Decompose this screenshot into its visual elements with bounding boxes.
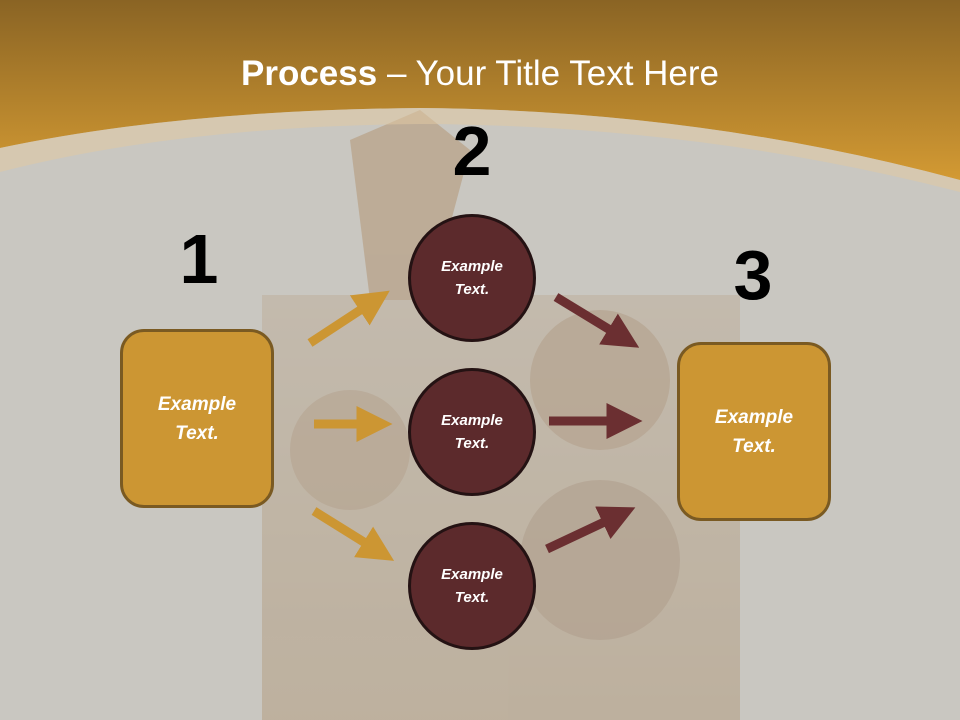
step-number-1: 1: [179, 220, 219, 298]
circle-bottom-text: Example Text.: [441, 566, 503, 606]
arrow-top-to-right: [553, 293, 640, 348]
step-number-2: 2: [452, 112, 492, 190]
process-circle-middle: Example Text.: [408, 368, 536, 496]
right-box-text: Example Text.: [714, 406, 794, 457]
left-process-box: Example Text.: [120, 329, 274, 508]
slide-title: Process – Your Title Text Here: [0, 52, 960, 96]
process-circle-top: Example Text.: [408, 214, 536, 342]
arrow-bottom-to-right: [545, 506, 636, 554]
title-bold: Process: [241, 54, 378, 93]
arrow-left-to-top: [307, 290, 390, 347]
right-process-box: Example Text.: [677, 342, 831, 521]
circle-top-text: Example Text.: [441, 258, 503, 298]
title-rest: – Your Title Text Here: [377, 54, 719, 93]
process-circle-bottom: Example Text.: [408, 522, 536, 650]
arrow-left-to-bottom: [311, 507, 395, 561]
circle-middle-text: Example Text.: [441, 412, 503, 452]
left-box-text: Example Text.: [157, 393, 237, 444]
step-number-3: 3: [733, 236, 773, 314]
